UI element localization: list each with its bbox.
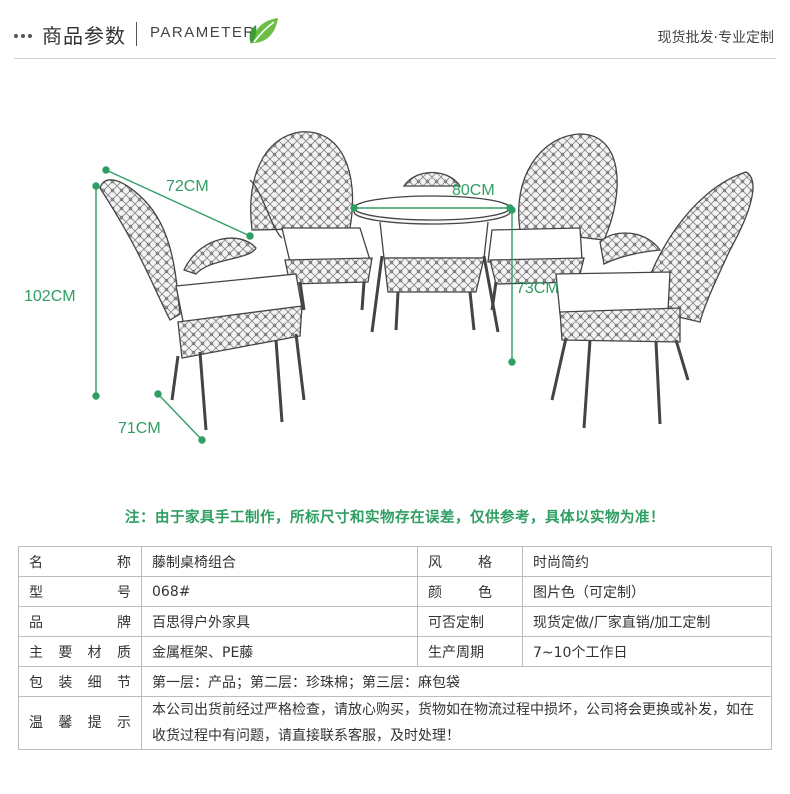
packing-value: 第一层：产品；第二层：珍珠棉；第三层：麻包袋 [141,666,772,697]
spec-key: 主要材质 [18,636,142,667]
title-divider [136,22,137,46]
spec-value-2: 时尚简约 [522,546,772,577]
spec-key: 品牌 [18,606,142,637]
spec-value: 金属框架、PE藤 [141,636,418,667]
spec-key-2: 生产周期 [417,636,523,667]
table-height-label: 73CM [516,280,559,297]
spec-key: 型号 [18,576,142,607]
spec-key: 温馨提示 [18,696,142,750]
dots-icon [14,31,36,41]
table-diameter-label: 80CM [452,182,495,199]
back-right-chair [487,133,618,311]
spec-value: 藤制桌椅组合 [141,546,418,577]
spec-key-2: 风格 [417,546,523,577]
table-row: 温馨提示 本公司出货前经过严格检查，请放心购买，货物如在物流过程中损坏，公司将会… [18,696,772,750]
spec-value-2: 7~10个工作日 [522,636,772,667]
spec-value-2: 现货定做/厂家直销/加工定制 [522,606,772,637]
width-dimension-label: 72CM [166,178,209,195]
tips-value: 本公司出货前经过严格检查，请放心购买，货物如在物流过程中损坏，公司将会更换或补发… [141,696,772,750]
spec-key: 包装细节 [18,666,142,697]
spec-value: 百思得户外家具 [141,606,418,637]
spec-key-2: 颜色 [417,576,523,607]
disclaimer-note: 注：由于家具手工制作，所标尺寸和实物存在误差，仅供参考，具体以实物为准！ [125,510,665,526]
spec-value-2: 图片色（可定制） [522,576,772,607]
leaf-icon [249,18,278,44]
table-row: 品牌 百思得户外家具 可否定制 现货定做/厂家直销/加工定制 [18,606,772,637]
table-row: 型号 068# 颜色 图片色（可定制） [18,576,772,607]
page-header: 商品参数 PARAMETER 现货批发·专业定制 [0,0,790,60]
furniture-drawing [92,131,754,444]
height-dimension-label: 102CM [24,288,76,305]
header-divider [14,58,776,59]
product-illustration: 72CM 102CM 71CM 80CM 73CM [0,60,790,500]
section-title-en: PARAMETER [150,24,256,41]
depth-dimension-label: 71CM [118,420,161,437]
spec-key-2: 可否定制 [417,606,523,637]
front-left-chair [99,179,306,431]
header-tagline: 现货批发·专业定制 [657,30,774,46]
dimension-lines [92,166,516,444]
front-right-chair [550,171,754,429]
section-title-cn: 商品参数 [42,24,126,48]
spec-key: 名称 [18,546,142,577]
spec-value: 068# [141,576,418,607]
spec-table: 名称 藤制桌椅组合 风格 时尚简约 型号 068# 颜色 图片色（可定制） 品牌… [18,546,772,750]
table-row: 名称 藤制桌椅组合 风格 时尚简约 [18,546,772,577]
table-row: 主要材质 金属框架、PE藤 生产周期 7~10个工作日 [18,636,772,667]
back-left-chair [249,131,373,311]
table-row: 包装细节 第一层：产品；第二层：珍珠棉；第三层：麻包袋 [18,666,772,697]
